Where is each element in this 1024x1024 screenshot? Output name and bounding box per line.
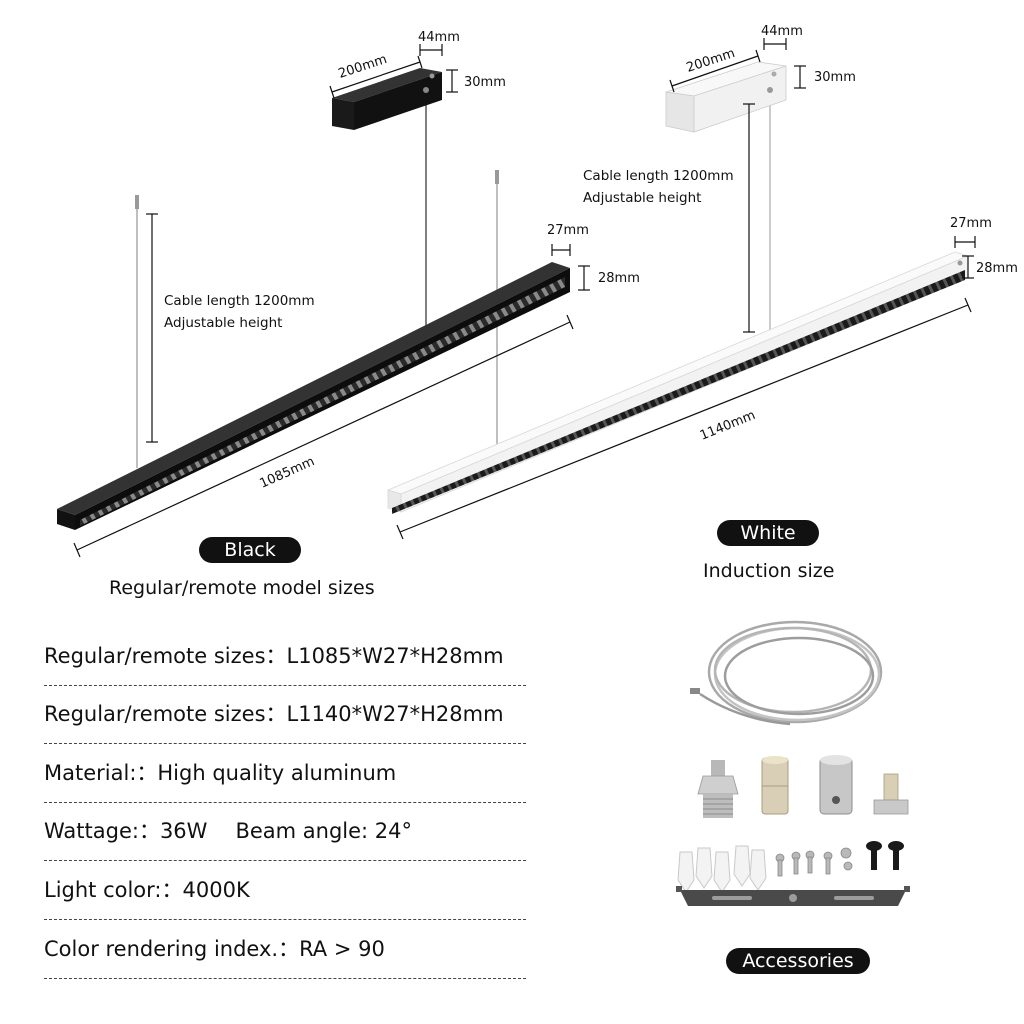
white-canopy: [665, 61, 787, 133]
white-box-height-label: 30mm: [814, 70, 856, 85]
white-cable-note: Cable length 1200mm Adjustable height: [583, 165, 734, 209]
spec-row-cri: Color rendering index.：RA > 90: [44, 934, 526, 979]
screws: [775, 847, 853, 877]
black-end-height-label: 28mm: [598, 271, 640, 286]
white-fixture: 200mm 44mm 30mm 27mm 28mm 1140mm: [386, 24, 1018, 540]
black-canopy: [332, 68, 442, 130]
mounting-bracket: [676, 886, 910, 906]
spec-text: Wattage:：36W: [44, 819, 208, 843]
black-end-width-label: 27mm: [547, 223, 589, 238]
spec-beam-angle: Beam angle: 24°: [235, 819, 412, 843]
black-box-width-label: 200mm: [337, 52, 389, 82]
spec-text: Light color:：4000K: [44, 878, 250, 902]
white-badge: White: [717, 520, 819, 546]
white-adjustable-text: Adjustable height: [583, 190, 702, 206]
black-badge: Black: [199, 537, 301, 563]
black-dimensions: [73, 44, 590, 558]
black-fixture: 200mm 44mm 30mm 27mm 28mm 1085mm: [57, 30, 640, 558]
white-length-label: 1140mm: [698, 408, 758, 444]
spec-row-size-black: Regular/remote sizes：L1085*W27*H28mm: [44, 641, 526, 686]
spec-text: Material:：High quality aluminum: [44, 761, 397, 785]
black-cable-length-text: Cable length 1200mm: [164, 293, 315, 309]
spec-row-light-color: Light color:：4000K: [44, 875, 526, 920]
spec-text: Color rendering index.：RA > 90: [44, 937, 385, 961]
accessories-image: [676, 620, 910, 906]
black-box-depth-label: 44mm: [418, 30, 460, 45]
black-adjustable-text: Adjustable height: [164, 315, 283, 331]
cable-gripper: [819, 755, 853, 815]
wire-coil: [699, 620, 883, 726]
spec-text: Regular/remote sizes：L1140*W27*H28mm: [44, 702, 504, 726]
wall-anchors: [677, 845, 767, 893]
white-bar: [386, 251, 970, 514]
spec-text: Regular/remote sizes：L1085*W27*H28mm: [44, 644, 504, 668]
spec-row-size-white: Regular/remote sizes：L1140*W27*H28mm: [44, 699, 526, 744]
coupler-nut: [761, 756, 789, 815]
black-length-label: 1085mm: [258, 454, 317, 491]
white-box-depth-label: 44mm: [761, 24, 803, 39]
spec-row-wattage: Wattage:：36W Beam angle: 24°: [44, 816, 526, 861]
black-cable-note: Cable length 1200mm Adjustable height: [164, 290, 315, 334]
black-bar: [57, 262, 570, 530]
accessories-badge: Accessories: [726, 948, 870, 974]
ceiling-hook: [697, 760, 739, 818]
white-end-width-label: 27mm: [950, 216, 992, 231]
black-box-height-label: 30mm: [464, 75, 506, 90]
spec-row-material: Material:：High quality aluminum: [44, 758, 526, 803]
white-dimensions: [396, 38, 976, 540]
black-caption: Regular/remote model sizes: [109, 577, 375, 599]
white-end-height-label: 28mm: [976, 261, 1018, 276]
white-cable-length-text: Cable length 1200mm: [583, 168, 734, 184]
black-bolts: [866, 841, 904, 870]
white-caption: Induction size: [703, 560, 835, 582]
t-bolt: [873, 773, 909, 815]
